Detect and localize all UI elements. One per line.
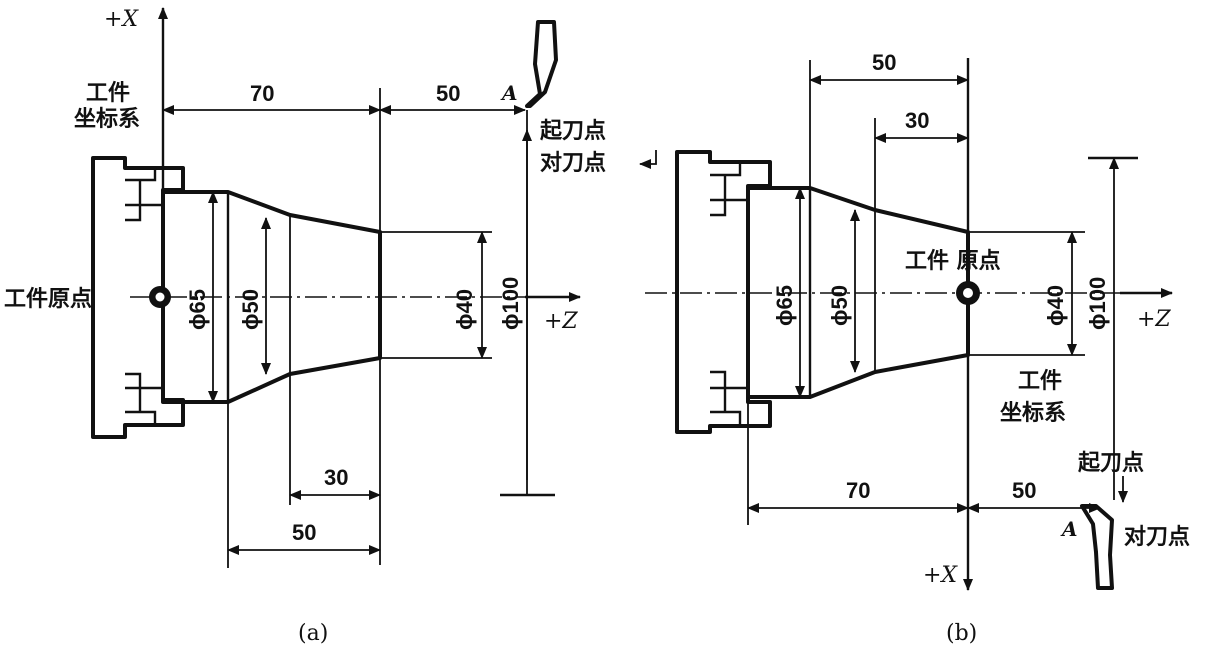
x-axis-label-a: +X [104, 7, 139, 32]
caption-a: (a) [298, 621, 328, 646]
dim-50-top-a: 50 [436, 81, 460, 106]
cutting-tool-b [1080, 504, 1114, 590]
tool-set-point-label-b: 对刀点 [1124, 524, 1190, 550]
dia-100-b: ϕ100 [1085, 277, 1110, 330]
dim-50-bottom-a: 50 [292, 520, 316, 545]
chuck-jaw-upper-a [125, 166, 163, 222]
dia-65-a: ϕ65 [185, 289, 210, 330]
cutting-tool-a [525, 20, 558, 108]
workpiece-coord-label-b-2: 坐标系 [1000, 400, 1066, 426]
dia-40-b: ϕ40 [1043, 285, 1068, 326]
z-axis-label-a: +Z [544, 309, 578, 334]
point-a-label-a: A [500, 81, 518, 105]
workpiece-coord-label-b-1: 工件 [1018, 369, 1062, 394]
dim-50-bottom-b: 50 [1012, 478, 1036, 503]
dia-50-a: ϕ50 [238, 289, 263, 330]
workpiece-coord-label-a-2: 坐标系 [74, 106, 140, 132]
dim-70-a: 70 [250, 81, 274, 106]
x-axis-label-b: +X [923, 563, 958, 588]
z-axis-label-b: +Z [1137, 307, 1171, 332]
workpiece-coord-label-a-1: 工件 [86, 81, 130, 106]
dim-30-a: 30 [324, 465, 348, 490]
chuck-jaw-lower-b [710, 370, 748, 428]
workpiece-origin-label-b: 工件 原点 [905, 248, 1001, 274]
point-a-label-b: A [1060, 517, 1078, 541]
workpiece-origin-marker-a [149, 286, 171, 308]
dia-65-b: ϕ65 [772, 285, 797, 326]
dia-100-a: ϕ100 [498, 277, 523, 330]
chuck-b [675, 150, 772, 434]
figure-b: +Z +X 工件 原点 工件 坐标系 50 30 ϕ65 ϕ50 ϕ40 ϕ10… [645, 50, 1190, 646]
dia-50-b: ϕ50 [827, 285, 852, 326]
caption-b: (b) [946, 621, 977, 646]
chuck-jaw-upper-b [710, 160, 748, 217]
dim-70-b: 70 [846, 478, 870, 503]
start-point-label-a: 起刀点 [539, 118, 606, 144]
dim-50-top-b: 50 [872, 50, 896, 75]
dim-30-b: 30 [905, 108, 929, 133]
figure-a: +Z +X 工件原点 工件 坐标系 70 50 ϕ100 A 起刀点 对刀点 [4, 7, 657, 646]
dia-40-a: ϕ40 [452, 289, 477, 330]
workpiece-origin-marker-b [956, 281, 980, 305]
workpiece-origin-label-a: 工件原点 [4, 286, 92, 312]
tool-set-point-label-a: 对刀点 [540, 150, 606, 176]
start-point-label-b: 起刀点 [1077, 450, 1144, 476]
chuck-jaw-lower-a [125, 372, 163, 427]
